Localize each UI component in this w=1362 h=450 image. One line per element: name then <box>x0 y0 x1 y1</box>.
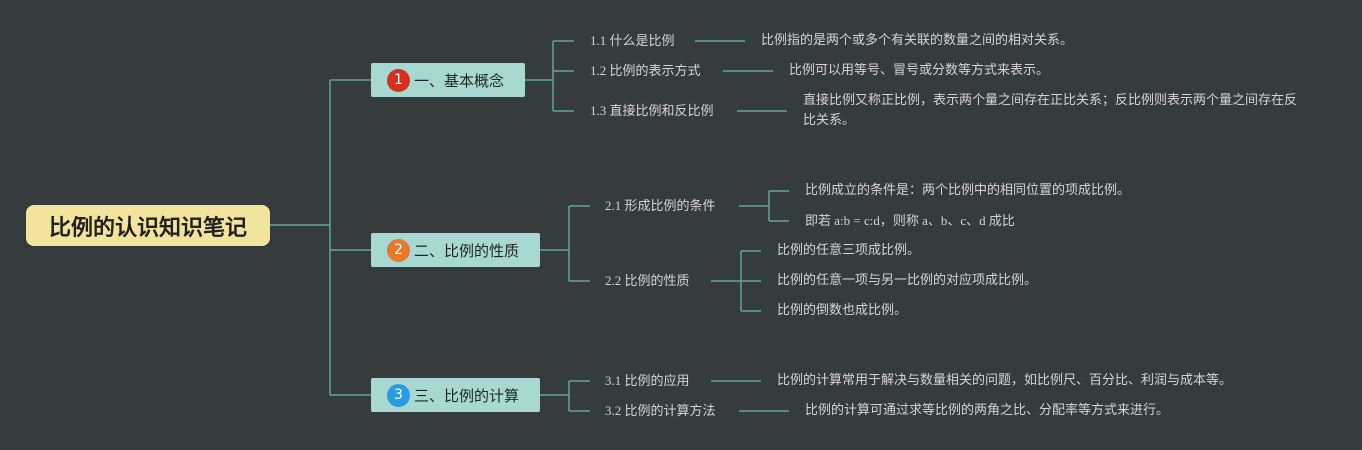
root-topic[interactable]: 比例的认识知识笔记 <box>26 205 270 246</box>
leaf-1-1-1[interactable]: 比例指的是两个或多个有关联的数量之间的相对关系。 <box>761 33 1074 48</box>
subtopic-1-3[interactable]: 1.3 直接比例和反比例 <box>590 103 714 118</box>
leaf-2-2-2[interactable]: 比例的任意一项与另一比例的对应项成比例。 <box>777 273 1038 288</box>
leaf-2-2-1[interactable]: 比例的任意三项成比例。 <box>777 243 921 258</box>
leaf-1-2-1[interactable]: 比例可以用等号、冒号或分数等方式来表示。 <box>789 63 1050 78</box>
leaf-3-1-1[interactable]: 比例的计算常用于解决与数量相关的问题，如比例尺、百分比、利润与成本等。 <box>777 373 1233 388</box>
leaf-3-2-1[interactable]: 比例的计算可通过求等比例的两角之比、分配率等方式来进行。 <box>805 403 1170 418</box>
number-1-badge-icon: 1 <box>387 68 410 92</box>
subtopic-1-1[interactable]: 1.1 什么是比例 <box>590 33 675 48</box>
branch-basic-concepts[interactable]: 1 一、基本概念 <box>371 63 525 97</box>
branch-label: 二、比例的性质 <box>414 241 520 260</box>
subtopic-2-2[interactable]: 2.2 比例的性质 <box>605 273 690 288</box>
number-3-badge-icon: 3 <box>387 383 410 407</box>
subtopic-1-2[interactable]: 1.2 比例的表示方式 <box>590 63 701 78</box>
root-title: 比例的认识知识笔记 <box>48 215 247 241</box>
subtopic-3-1[interactable]: 3.1 比例的应用 <box>605 373 690 388</box>
branch-label: 三、比例的计算 <box>414 386 520 405</box>
leaf-2-2-3[interactable]: 比例的倒数也成比例。 <box>777 303 908 318</box>
leaf-1-3-1[interactable]: 直接比例又称正比例，表示两个量之间存在正比关系；反比例则表示两个量之间存在反比关… <box>803 93 1298 128</box>
branch-properties[interactable]: 2 二、比例的性质 <box>371 233 540 267</box>
subtopic-2-1[interactable]: 2.1 形成比例的条件 <box>605 198 716 213</box>
subtopic-3-2[interactable]: 3.2 比例的计算方法 <box>605 403 716 418</box>
leaf-2-1-1[interactable]: 比例成立的条件是：两个比例中的相同位置的项成比例。 <box>805 183 1131 198</box>
branch-label: 一、基本概念 <box>414 71 505 90</box>
leaf-2-1-2[interactable]: 即若 a:b = c:d，则称 a、b、c、d 成比 <box>805 213 1015 228</box>
number-2-badge-icon: 2 <box>387 238 410 262</box>
branch-calculation[interactable]: 3 三、比例的计算 <box>371 378 540 412</box>
